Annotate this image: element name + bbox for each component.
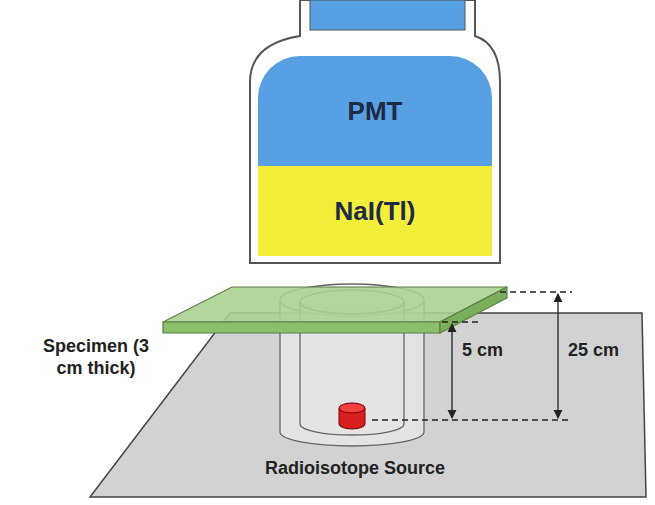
block-label: NaI(Tl) [335, 196, 416, 227]
dimension-lines [372, 292, 572, 420]
source-label: Radioisotope Source [250, 458, 460, 480]
crystal-block: NaI(Tl) [258, 166, 492, 256]
specimen-plate [163, 287, 507, 333]
dimension-label: 25 cm [568, 340, 638, 362]
pmt-block: PMT [258, 56, 492, 166]
detector-housing [250, 0, 500, 263]
specimen-label: Specimen (3 cm thick) [32, 336, 160, 379]
block-label: PMT [348, 96, 403, 127]
detector-cap [310, 0, 465, 30]
dimension-label: 5 cm [462, 340, 522, 362]
radioisotope-source [339, 403, 365, 429]
